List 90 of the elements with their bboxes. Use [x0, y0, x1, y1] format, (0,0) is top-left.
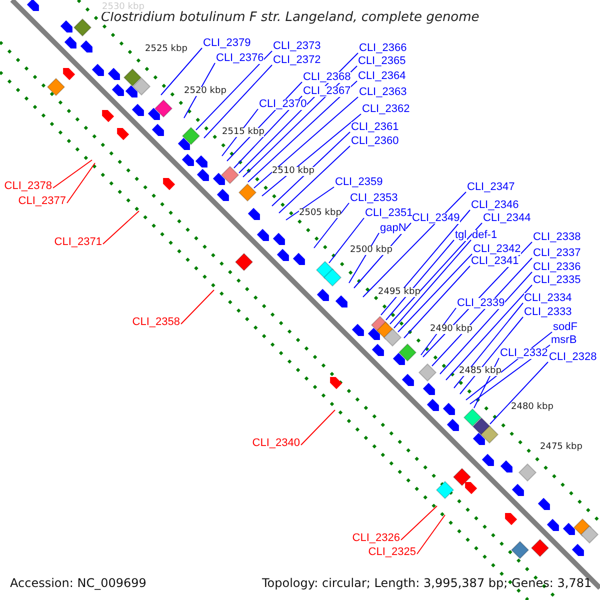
gene-label: CLI_2358: [132, 317, 180, 328]
gene-label: CLI_2341: [471, 256, 519, 267]
leader-line: [400, 506, 438, 540]
gene-label: CLI_2342: [473, 244, 521, 255]
gene-label: CLI_2373: [273, 41, 321, 52]
gene-label: CLI_2379: [203, 38, 251, 49]
gene-label: CLI_2378: [4, 181, 52, 192]
leader-line: [386, 240, 454, 320]
leader-line: [248, 80, 358, 182]
gene-label: CLI_2370: [259, 99, 307, 110]
leader-line: [196, 50, 272, 130]
scale-tick-label: 2500 kbp: [350, 246, 392, 255]
scale-tick-label: 2490 kbp: [430, 325, 472, 334]
gene-label: CLI_2351: [365, 208, 413, 219]
gene-label: CLI_2326: [352, 533, 400, 544]
gene-label: CLI_2328: [549, 352, 597, 363]
gene-label: CLI_2364: [358, 71, 406, 82]
leader-line: [102, 210, 140, 244]
gene-label: CLI_2372: [273, 55, 321, 66]
leader-line: [440, 272, 532, 374]
leader-line: [272, 132, 350, 206]
leader-line: [460, 316, 524, 394]
leader-line: [52, 160, 92, 188]
leader-line: [180, 290, 214, 324]
gene-label: CLI_2333: [524, 307, 572, 318]
gene-label: CLI_2347: [467, 182, 515, 193]
leader-line: [404, 266, 470, 338]
leader-line: [300, 410, 336, 446]
gene-label: CLI_2361: [351, 122, 399, 133]
gene-label: msrB: [551, 335, 577, 346]
gene-label: CLI_2360: [351, 136, 399, 147]
scale-tick-label: 2480 kbp: [511, 403, 554, 412]
gene-label: CLI_2371: [54, 237, 102, 248]
gene-label: CLI_2362: [362, 104, 410, 115]
map-title: Clostridium botulinum F str. Langeland, complete genome: [101, 11, 480, 24]
scale-tick-label: 2525 kbp: [145, 45, 188, 54]
leader-line: [262, 114, 362, 196]
gene-label: CLI_2335: [533, 275, 581, 286]
leader-line: [394, 240, 472, 328]
gene-label: CLI_2353: [350, 193, 398, 204]
gene-label: CLI_2377: [18, 196, 66, 207]
scale-tick-label: 2495 kbp: [378, 288, 420, 297]
scale-tick-label: 2520 kbp: [184, 87, 226, 96]
leader-line: [454, 302, 524, 388]
scale-tick-label: 2505 kbp: [299, 209, 342, 218]
gene-label: def-1: [472, 230, 498, 241]
leader-line: [446, 284, 532, 380]
gene-label: CLI_2349: [412, 213, 460, 224]
gene-label: CLI_2367: [303, 86, 351, 97]
gene-label: CLI_2334: [524, 293, 572, 304]
leader-line: [278, 146, 350, 214]
genome-info-text: Topology: circular; Length: 3,995,387 bp; Genes: 3,781: [262, 577, 592, 589]
gene-label: CLI_2339: [457, 298, 505, 309]
gene-label: CLI_2365: [358, 56, 406, 67]
leader-line: [286, 186, 334, 220]
leader-line: [362, 192, 466, 298]
leader-line: [160, 48, 202, 96]
scale-tick-label: 2510 kbp: [272, 167, 314, 176]
gene-label: CLI_2363: [359, 87, 407, 98]
leader-line: [328, 218, 364, 264]
gene-label: CLI_2338: [533, 232, 581, 243]
leader-line: [398, 254, 472, 332]
leader-line: [380, 210, 470, 316]
gene-label: CLI_2337: [533, 248, 581, 259]
scale-tick-label: 2485 kbp: [459, 367, 502, 376]
scale-tick-label: 2475 kbp: [540, 443, 582, 452]
leader-line: [490, 362, 548, 424]
gene-label: CLI_2325: [368, 547, 416, 558]
gene-label: CLI_2359: [335, 177, 383, 188]
gene-label: CLI_2336: [533, 262, 581, 273]
gene-label: sodF: [553, 322, 578, 333]
gene-label: CLI_2366: [359, 43, 407, 54]
leader-line: [416, 514, 446, 554]
gene-label: CLI_2340: [252, 438, 300, 449]
gene-label: CLI_2344: [483, 213, 531, 224]
leader-line: [254, 96, 358, 188]
gene-label: tgl: [455, 230, 467, 241]
scale-tick-label: 2515 kbp: [222, 128, 264, 137]
gene-label: CLI_2368: [303, 72, 351, 83]
leader-line: [234, 96, 302, 168]
gene-label: CLI_2346: [471, 200, 519, 211]
gene-label: CLI_2376: [216, 53, 264, 64]
leader-line: [348, 232, 380, 284]
leader-line: [204, 64, 272, 138]
genome-info-text: Accession: NC_009699: [10, 577, 146, 589]
gene-label: CLI_2332: [500, 348, 548, 359]
leader-line: [314, 202, 350, 248]
leader-line: [390, 222, 482, 324]
leader-line: [66, 162, 96, 204]
gene-label: gapN: [380, 223, 406, 234]
